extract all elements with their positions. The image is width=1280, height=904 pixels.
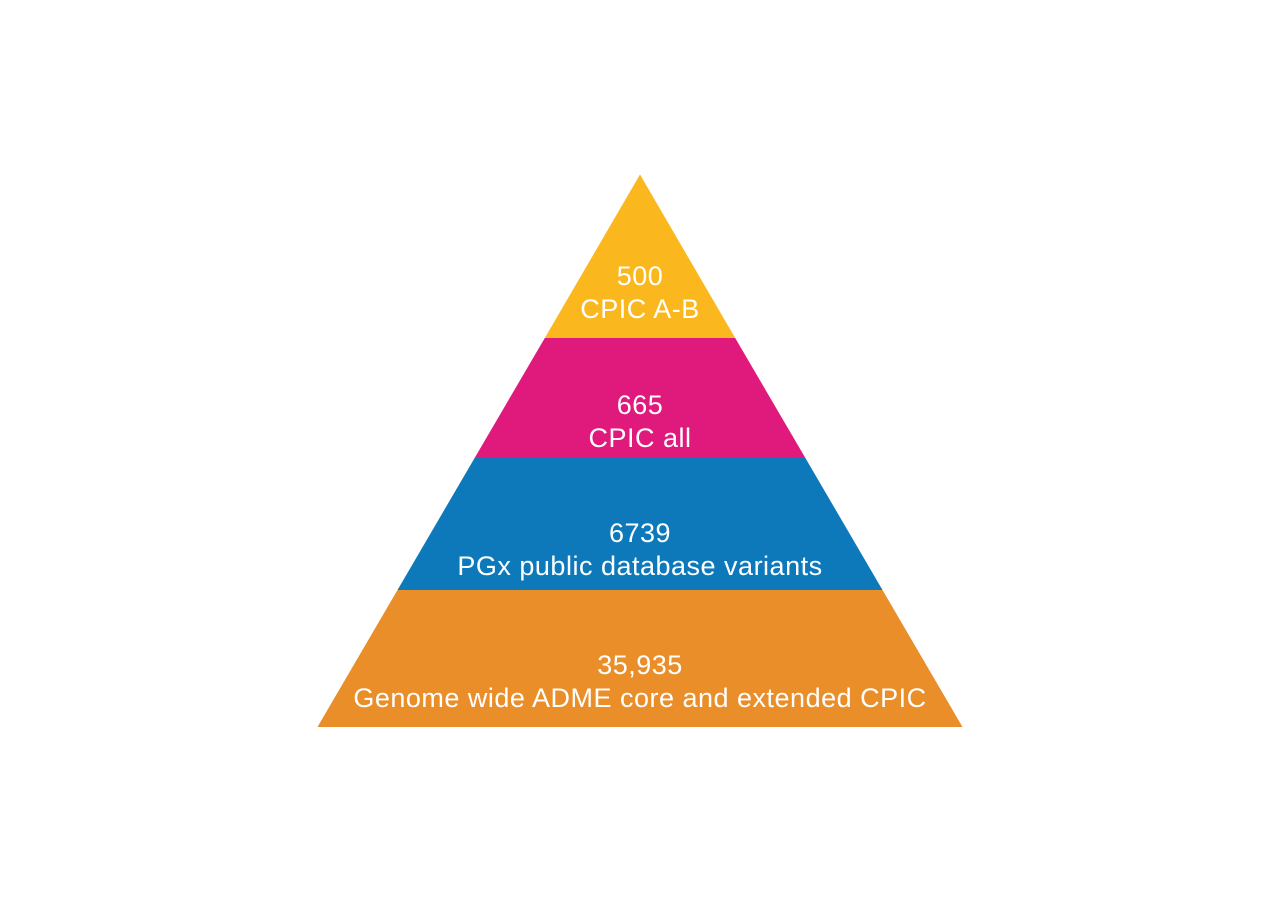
pyramid-level-1-shape — [544, 174, 736, 338]
pyramid-level-3-shape — [397, 457, 883, 590]
pyramid-level-2-shape — [475, 338, 805, 457]
pyramid-level-4-shape — [317, 590, 963, 727]
